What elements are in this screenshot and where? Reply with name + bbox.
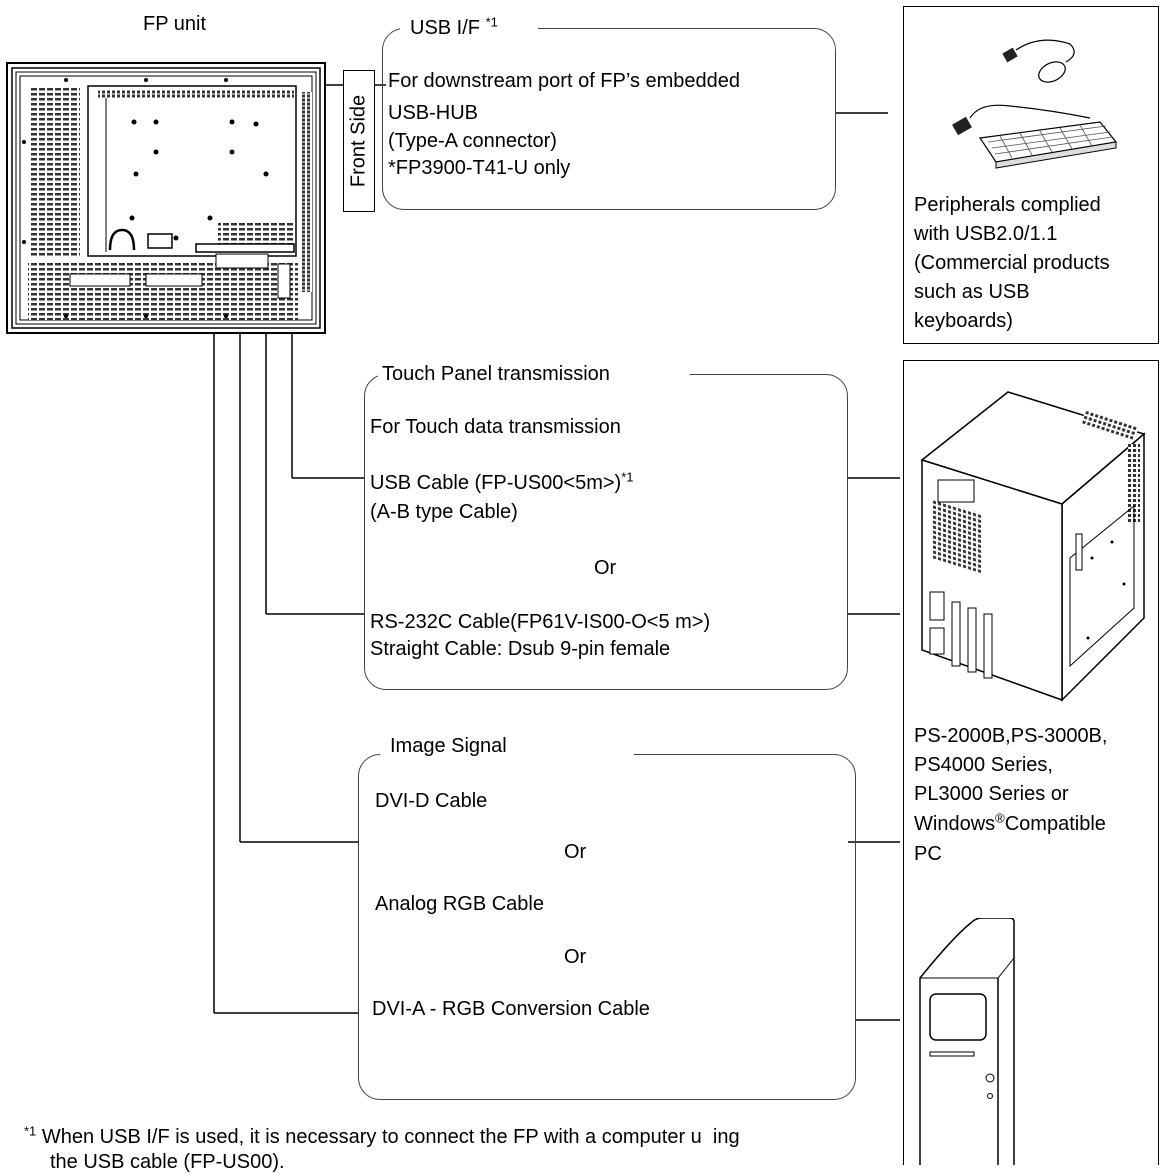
desktop-pc-illustration bbox=[919, 918, 1015, 1165]
usb-if-line-2: USB-HUB bbox=[388, 102, 479, 124]
pc-line-4: Windows®Compatible bbox=[914, 810, 1106, 835]
fp-unit-rear-view bbox=[6, 62, 326, 334]
image-or-label-2: Or bbox=[564, 946, 587, 968]
rs232-cable-detail: Straight Cable: Dsub 9-pin female bbox=[370, 638, 671, 660]
peripherals-line-3: (Commercial products bbox=[914, 252, 1110, 274]
usb-if-line-4: *FP3900-T41-U only bbox=[388, 157, 571, 179]
peripherals-line-4: such as USB bbox=[914, 281, 1030, 303]
touch-panel-title: Touch Panel transmission bbox=[382, 363, 610, 385]
usb-if-title: USB I/F *1 bbox=[410, 14, 498, 39]
image-or-label-1: Or bbox=[564, 841, 587, 863]
pc-line-1: PS-2000B,PS-3000B, bbox=[914, 725, 1108, 747]
industrial-pc-illustration bbox=[920, 391, 1146, 702]
fp-unit-label: FP unit bbox=[143, 13, 206, 35]
footnote-line-2: the USB cable (FP-US00). bbox=[50, 1151, 285, 1173]
analog-rgb-cable: Analog RGB Cable bbox=[375, 893, 544, 915]
touch-purpose: For Touch data transmission bbox=[370, 416, 621, 438]
mouse-keyboard-illustration bbox=[952, 39, 1118, 169]
pc-box bbox=[903, 360, 1159, 1165]
peripherals-line-2: with USB2.0/1.1 bbox=[914, 223, 1058, 245]
peripherals-box bbox=[903, 6, 1159, 344]
pc-line-5: PC bbox=[914, 843, 942, 865]
front-side-label: Front Side bbox=[343, 70, 375, 212]
peripherals-line-5: keyboards) bbox=[914, 310, 1013, 332]
usb-if-box bbox=[382, 28, 836, 210]
peripherals-line-1: Peripherals complied bbox=[914, 194, 1101, 216]
rs232-cable-label: RS-232C Cable(FP61V-IS00-O<5 m>) bbox=[370, 611, 711, 633]
usb-cable-label: USB Cable (FP-US00<5m>)*1 bbox=[370, 469, 634, 494]
footnote: *1 When USB I/F is used, it is necessary… bbox=[24, 1123, 740, 1148]
usb-cable-type: (A-B type Cable) bbox=[370, 501, 518, 523]
dvi-d-cable: DVI-D Cable bbox=[375, 790, 488, 812]
dvi-a-cable: DVI-A - RGB Conversion Cable bbox=[372, 998, 650, 1020]
touch-or-label: Or bbox=[594, 557, 617, 579]
pc-line-3: PL3000 Series or bbox=[914, 783, 1069, 805]
usb-if-line-1: For downstream port of FP’s embedded bbox=[388, 70, 741, 92]
usb-if-line-3: (Type-A connector) bbox=[388, 130, 557, 152]
image-signal-title: Image Signal bbox=[390, 735, 507, 757]
pc-line-2: PS4000 Series, bbox=[914, 754, 1053, 776]
